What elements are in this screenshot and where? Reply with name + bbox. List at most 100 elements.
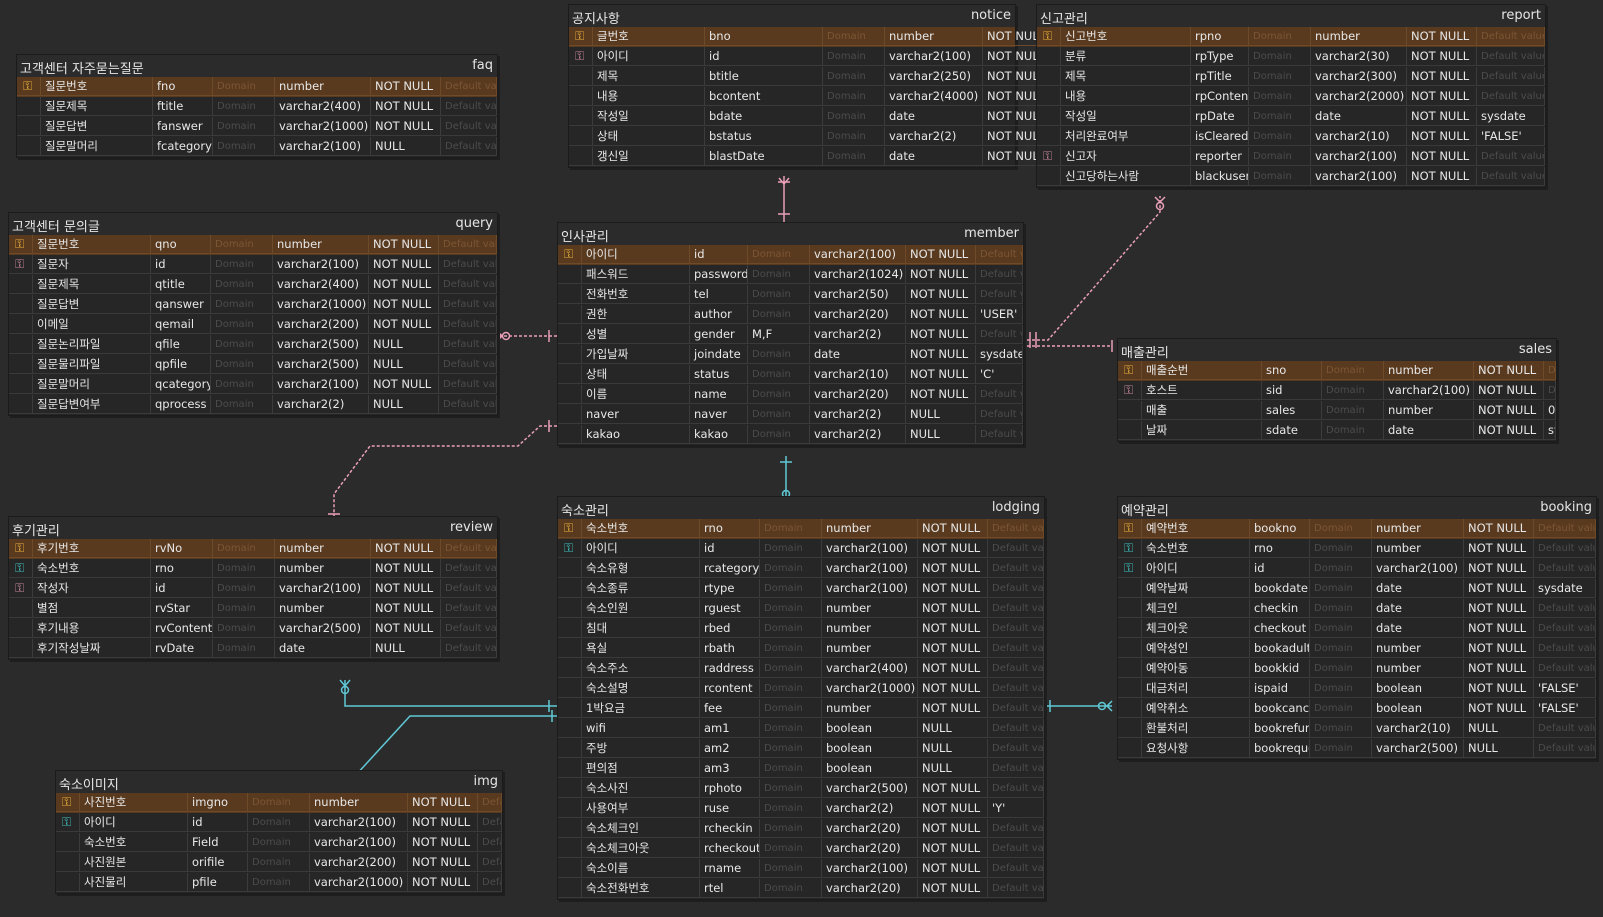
column-logical-name: 날짜 [1142,421,1262,440]
default-placeholder: Default value [441,579,497,598]
column-row[interactable]: 예약취소bookcancelDomainbooleanNOT NULL'FALS… [1118,699,1596,719]
domain-placeholder: Domain [1249,67,1311,86]
column-data-type: varchar2(2) [273,395,369,414]
column-row[interactable]: 환불처리bookrefundDomainvarchar2(10)NULLDefa… [1118,719,1596,739]
column-row[interactable]: 요청사항bookrequestDomainvarchar2(500)NULLDe… [1118,739,1596,759]
column-physical-name: bookno [1250,519,1310,538]
column-physical-name: qtitle [151,275,211,294]
